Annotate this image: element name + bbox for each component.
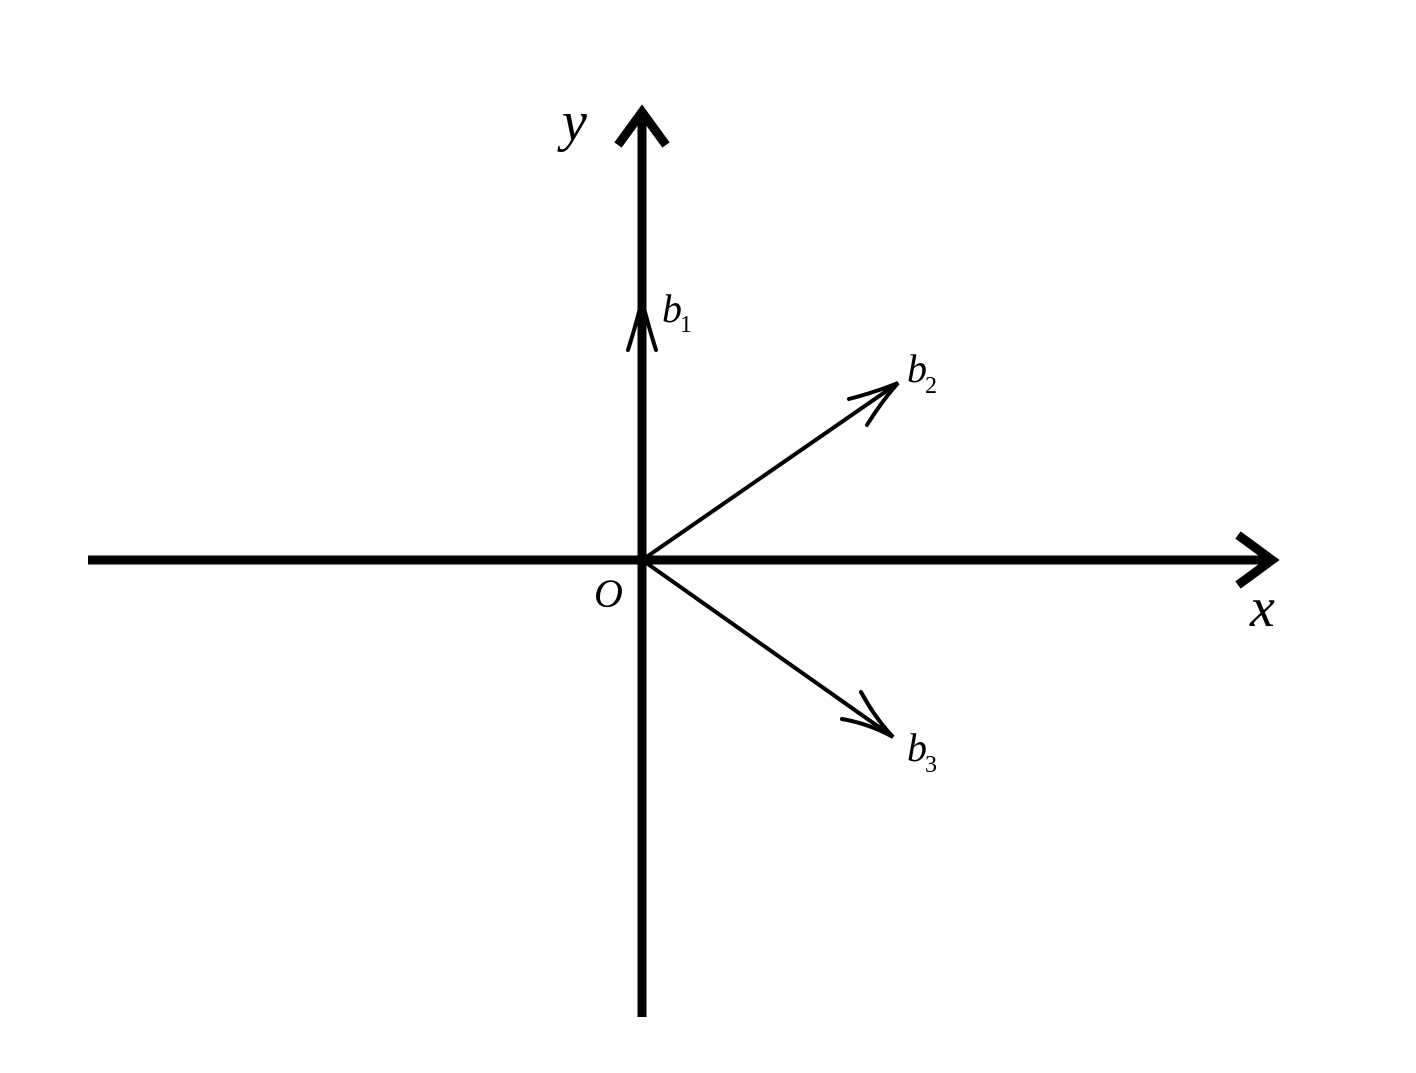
x-axis-arrowhead [1235,531,1280,589]
vector-b3-arrowhead [840,690,895,739]
vector-b2-label-base: b [907,346,927,391]
vector-b2-arrowhead [847,381,900,427]
vector-b3-line [643,560,895,739]
vector-b1-label: b 1 [662,286,692,338]
x-axis-label: x [1249,577,1275,639]
vector-b3-label-base: b [907,725,927,770]
vector-b2 [643,381,900,560]
vector-b2-label: b 2 [907,346,937,399]
y-axis-arrowhead [614,104,670,148]
y-axis [614,104,670,1017]
y-axis-label: y [557,91,587,153]
vector-b1-label-subscript: 1 [680,312,692,338]
origin-label: O [594,571,623,616]
vector-b1-label-base: b [662,286,682,331]
x-axis [88,531,1280,589]
vector-b2-label-subscript: 2 [925,373,937,399]
vector-b2-line [643,381,900,560]
vector-b3-label-subscript: 3 [925,752,937,778]
vector-b3 [643,560,895,739]
vector-b3-label: b 3 [907,725,937,778]
vector-b1-arrowhead [626,299,658,352]
